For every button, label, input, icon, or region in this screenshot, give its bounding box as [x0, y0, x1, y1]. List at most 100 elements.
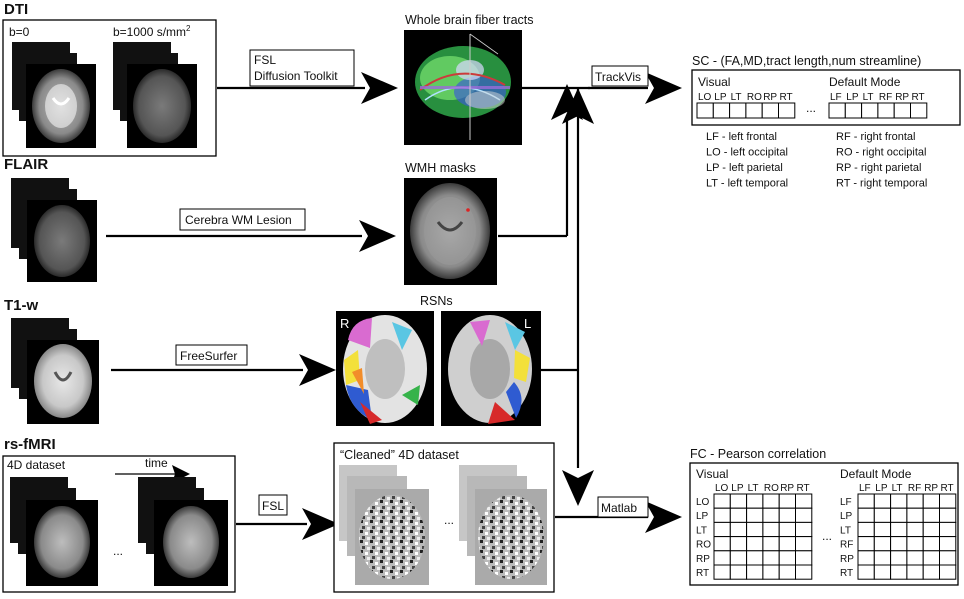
dti-b0-stack	[12, 42, 96, 148]
sc-visual-column-header: RP	[763, 92, 777, 103]
fc-visual-row-label: RT	[696, 568, 709, 579]
fsl-label: FSL	[262, 499, 284, 513]
fc-title: FC - Pearson correlation	[690, 447, 826, 461]
t1-to-rsn-arrowhead	[299, 354, 336, 386]
wmh-masks-image	[404, 178, 497, 285]
fc-default-mode-cell	[857, 521, 875, 538]
sc-default-mode-cell	[877, 102, 895, 119]
wmh-masks-label: WMH masks	[405, 161, 476, 175]
fc-visual-cell	[778, 564, 797, 580]
fc-default-mode-cell	[939, 550, 957, 566]
fc-default-mode-column-header: LT	[892, 483, 903, 494]
fc-default-mode-cell	[922, 521, 941, 538]
fc-visual-cell	[778, 507, 797, 523]
fc-default-mode-cell	[873, 521, 892, 538]
fc-default-mode-cell	[857, 564, 875, 580]
fc-default-mode-row-label: RT	[840, 568, 853, 579]
sc-visual-cells	[696, 102, 796, 119]
fc-default-mode-cell	[857, 536, 875, 552]
fsl-dtk-label-line2: Diffusion Toolkit	[254, 69, 338, 83]
fc-visual-cell	[762, 550, 780, 566]
fc-default-mode-cell	[873, 550, 892, 566]
fc-visual-column-header: RP	[780, 483, 794, 494]
fc-default-mode-column-header: LP	[875, 483, 888, 494]
sc-legend-item: LF - left frontal	[706, 131, 777, 143]
sc-legend-item: RO - right occipital	[836, 147, 926, 159]
sc-legend-item: LT - left temporal	[706, 178, 788, 190]
trackvis-label: TrackVis	[595, 70, 641, 84]
sc-visual-cell	[729, 102, 747, 119]
fc-visual-row-label: RO	[696, 540, 711, 551]
fc-visual-cell	[762, 493, 780, 509]
fc-default-mode-cell	[906, 507, 924, 523]
fc-default-mode-cell	[890, 493, 908, 509]
fc-visual-cell	[778, 521, 797, 538]
fc-visual-cell	[795, 536, 813, 552]
fc-default-mode-column-header: LF	[859, 483, 871, 494]
fc-visual-cell	[713, 521, 731, 538]
fc-visual-cell	[795, 493, 813, 509]
fc-visual-column-header: LO	[715, 483, 729, 494]
sc-legend-item: LO - left occipital	[706, 147, 788, 159]
fc-default-mode-row-label: RF	[840, 540, 853, 551]
fsl-dtk-box	[249, 49, 355, 87]
fc-default-mode-cell	[857, 507, 875, 523]
fc-visual-cell	[746, 536, 764, 552]
fmri-stack-last	[138, 477, 228, 586]
fc-visual-cell	[713, 507, 731, 523]
sc-default-mode-column-header: LF	[830, 92, 842, 103]
fc-default-mode-cell	[922, 564, 941, 580]
fc-visual-cell	[762, 536, 780, 552]
freesurfer-label: FreeSurfer	[180, 349, 237, 363]
fc-default-mode-cell	[890, 564, 908, 580]
dti-b1000-superscript: 2	[186, 24, 191, 33]
sc-default-mode-cells	[828, 102, 928, 119]
sc-visual-column-header: LT	[731, 92, 742, 103]
fc-default-mode-cell	[890, 550, 908, 566]
fc-default-mode-cell	[873, 493, 892, 509]
sc-title: SC - (FA,MD,tract length,num streamline)	[692, 54, 921, 68]
fc-default-mode-row-label: LT	[840, 525, 851, 536]
fc-default-mode-cell	[890, 536, 908, 552]
fc-default-mode-cell	[906, 564, 924, 580]
fc-visual-row-label: LP	[696, 511, 709, 522]
fc-visual-column-header: LT	[748, 483, 759, 494]
fc-visual-cell	[762, 507, 780, 523]
fc-default-mode-cell	[873, 507, 892, 523]
sc-default-mode-cell	[844, 102, 863, 119]
fc-default-mode-matrix	[857, 493, 957, 580]
sc-default-mode-cell	[861, 102, 879, 119]
cleaned-ellipsis: ...	[444, 513, 454, 527]
fc-visual-cell	[746, 507, 764, 523]
sc-legend-item: RF - right frontal	[836, 131, 915, 143]
t1-stack	[11, 318, 99, 424]
sc-default-mode-cell	[893, 102, 912, 119]
fc-visual-cell	[729, 536, 748, 552]
cleaned-stack-last	[459, 465, 547, 585]
sc-legend-item: LP - left parietal	[706, 162, 783, 174]
fc-default-mode-column-header: RF	[908, 483, 921, 494]
sc-visual-column-header: RT	[780, 92, 793, 103]
sc-default-mode-label: Default Mode	[829, 75, 901, 89]
sc-default-mode-cell	[910, 102, 928, 119]
fc-default-mode-row-label: LP	[840, 511, 853, 522]
fc-default-mode-cell	[906, 493, 924, 509]
dti-b1000-stack	[113, 42, 197, 148]
fc-default-mode-cell	[906, 536, 924, 552]
dti-b1000-label: b=1000 s/mm2	[113, 24, 191, 39]
fc-default-mode-cell	[906, 550, 924, 566]
fc-default-mode-cell	[890, 507, 908, 523]
fc-visual-cell	[795, 564, 813, 580]
cerebra-label: Cerebra WM Lesion	[185, 213, 292, 227]
sc-legend-left: LF - left frontal LO - left occipital LP -…	[706, 131, 788, 190]
sc-visual-column-header: LP	[714, 92, 727, 103]
rsn-right-image	[336, 311, 434, 426]
fc-default-mode-cell	[857, 493, 875, 509]
sc-legend-item: RP - right parietal	[836, 162, 921, 174]
